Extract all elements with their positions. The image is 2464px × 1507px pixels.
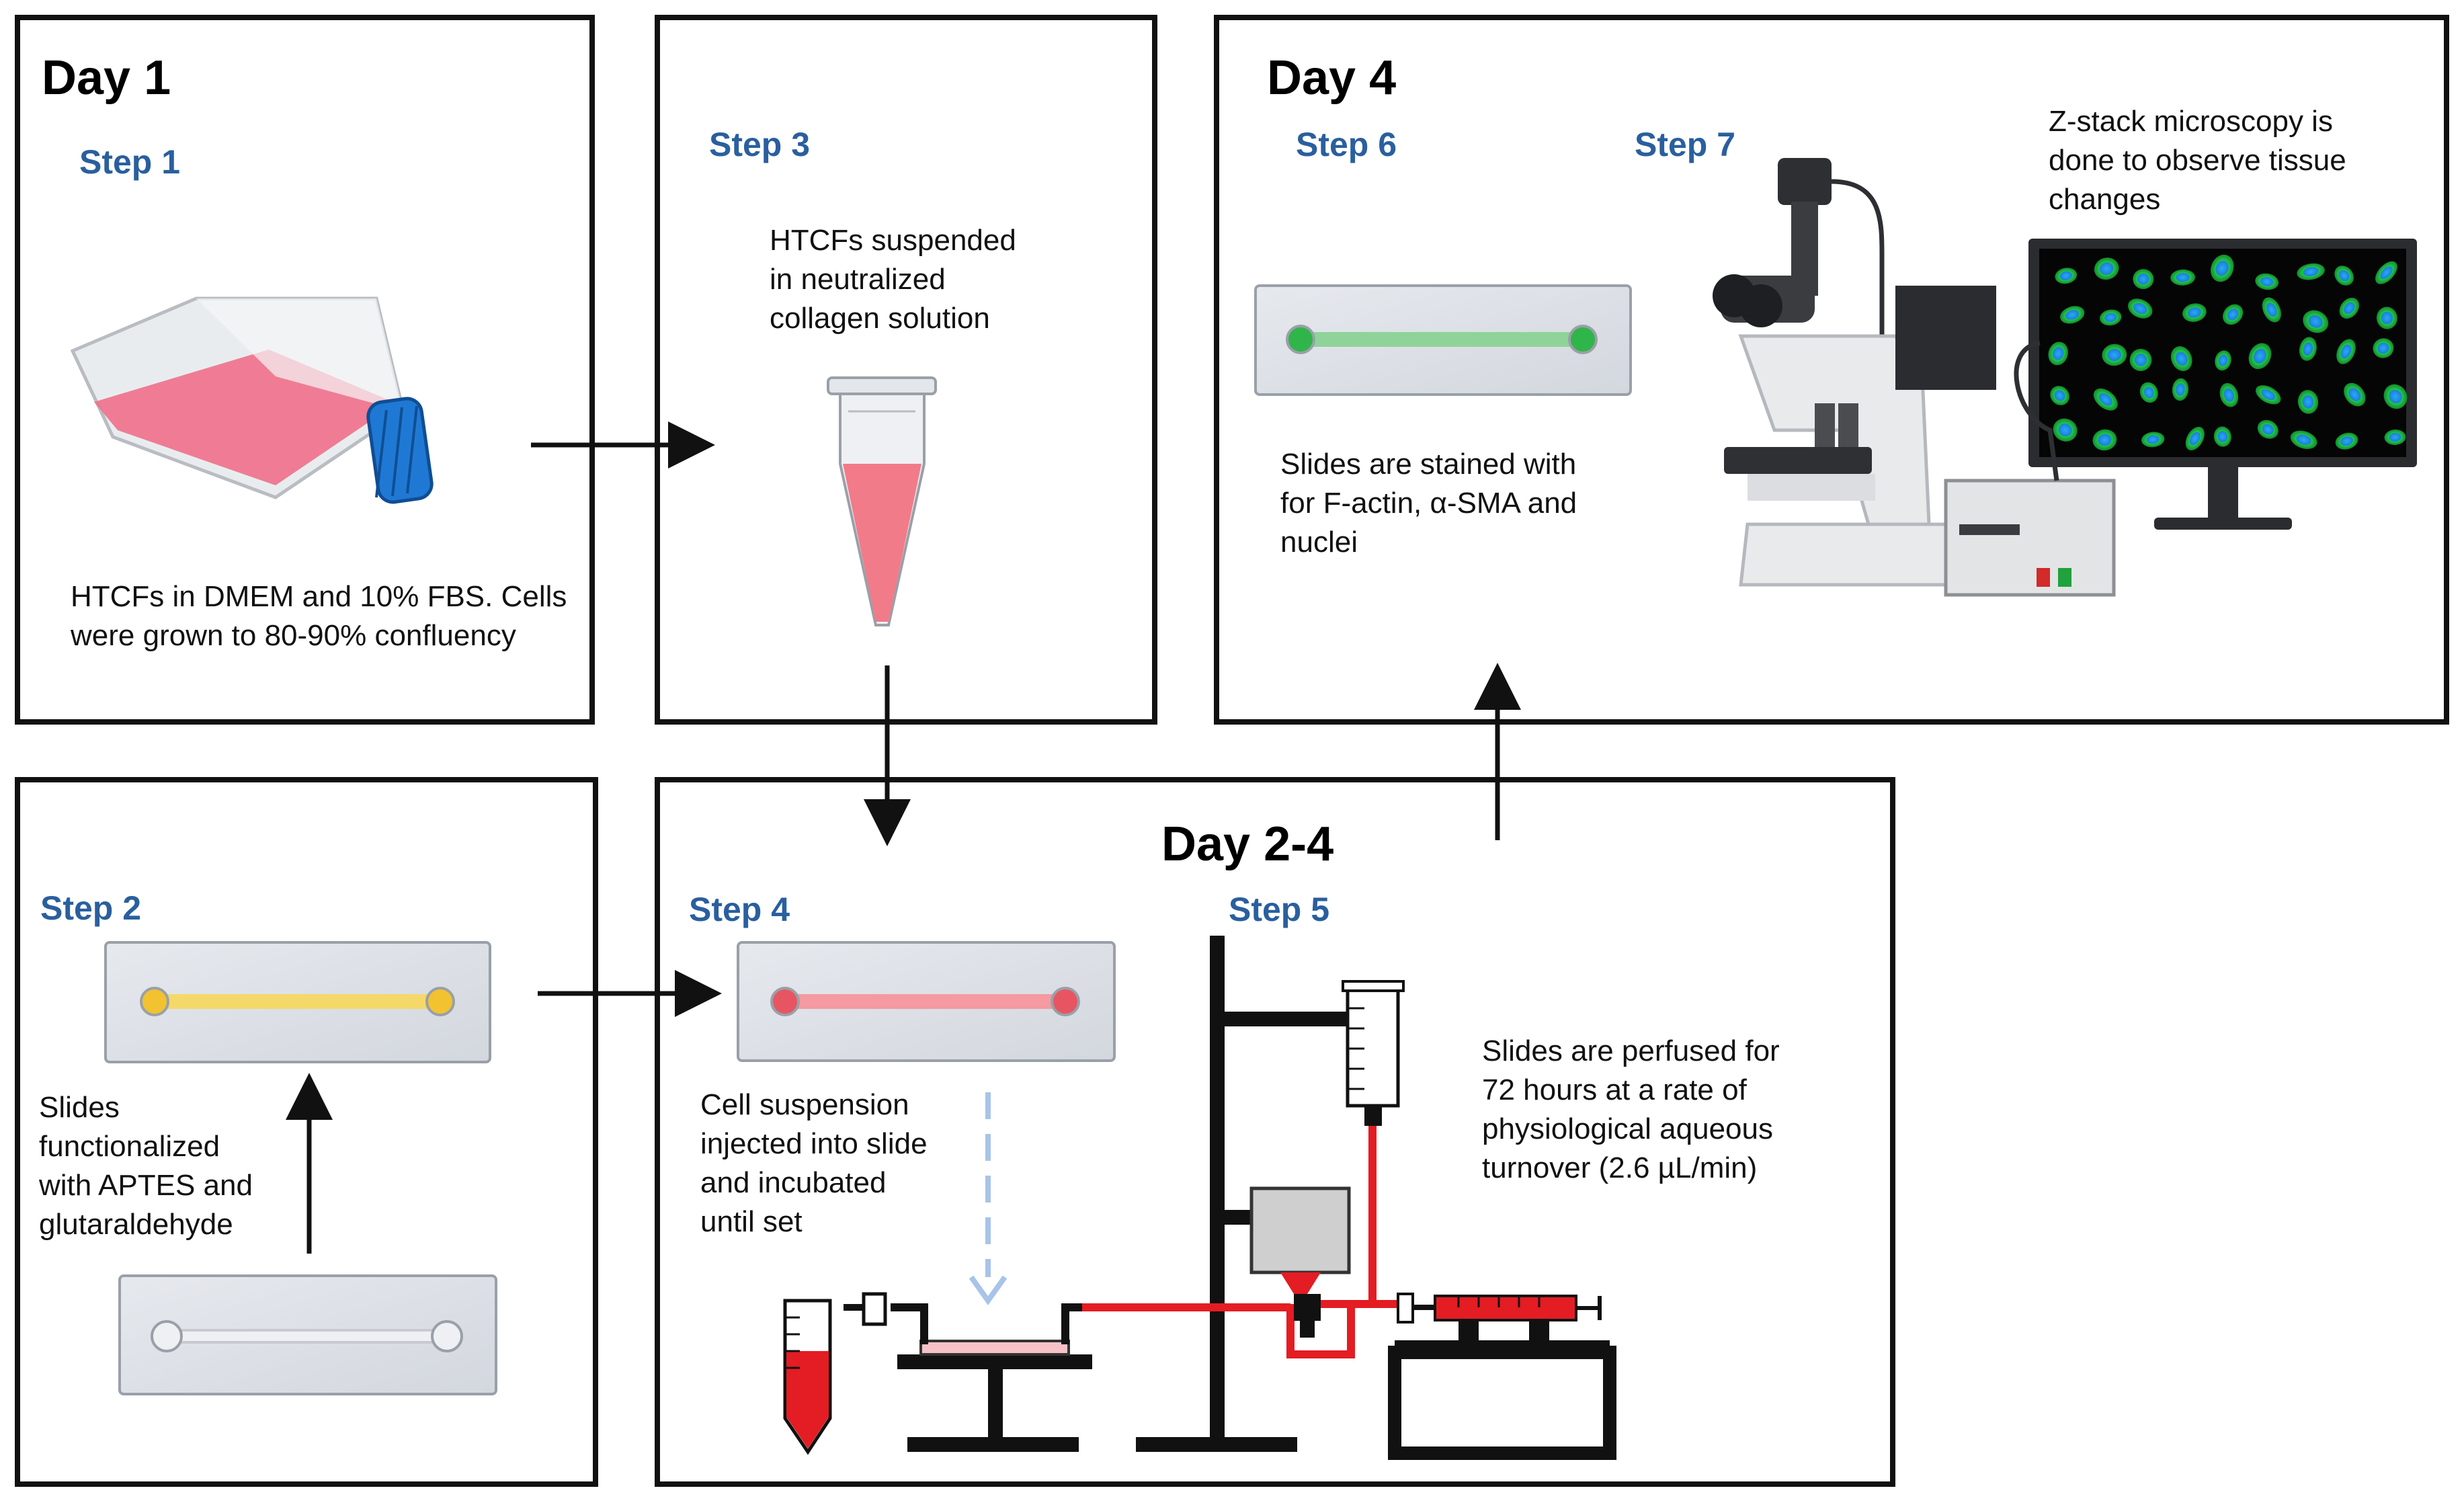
cell-mark (2182, 303, 2207, 322)
cell-mark (2094, 257, 2119, 280)
cell-mark (2210, 254, 2234, 282)
panel-step3 (655, 15, 1157, 725)
step3-desc-line3: collagen solution (770, 302, 990, 335)
cell-mark (2255, 385, 2281, 405)
cell-mark (2213, 426, 2231, 447)
cell-mark (2303, 310, 2329, 333)
step7-desc-line3: changes (2049, 183, 2160, 216)
cell-mark (2383, 384, 2408, 409)
panel-step2 (15, 777, 598, 1487)
step3-desc-line1: HTCFs suspended (770, 224, 1016, 257)
step2-desc-line1: Slides (39, 1091, 120, 1124)
step6-label: Step 6 (1296, 126, 1397, 163)
cell-mark (2050, 386, 2069, 405)
cell-mark (2257, 419, 2278, 439)
cell-mark (2133, 269, 2154, 290)
step4-desc-line1: Cell suspension (700, 1088, 909, 1121)
step7-label: Step 7 (1635, 126, 1735, 163)
panel-day4 (1214, 15, 2449, 725)
cell-mark (2172, 378, 2189, 401)
step4-desc-line2: injected into slide (700, 1127, 928, 1160)
fluorescent-cells (2048, 254, 2408, 451)
reservoir-icon (1342, 980, 1405, 1126)
step3-label: Step 3 (709, 126, 810, 163)
cell-mark (2219, 382, 2239, 407)
step7-desc-line2: done to observe tissue (2049, 144, 2346, 177)
cell-mark (2093, 388, 2118, 411)
centrifuge-tube-icon (827, 376, 937, 626)
cell-mark (2334, 266, 2354, 286)
step6-desc-line3: nuclei (1280, 526, 1358, 559)
step5-label: Step 5 (1229, 891, 1329, 928)
cell-mark (2248, 343, 2272, 370)
cell-mark (2335, 432, 2358, 450)
cell-mark (2336, 339, 2356, 364)
step7-desc-line1: Z-stack microscopy is (2049, 105, 2333, 138)
cell-mark (2376, 307, 2397, 329)
day4-title: Day 4 (1267, 51, 1396, 105)
step2-desc-line4: glutaraldehyde (39, 1208, 233, 1241)
cell-mark (2223, 304, 2244, 325)
cell-mark (2297, 390, 2319, 414)
microscope-icon (1713, 158, 2116, 597)
cell-mark (2053, 418, 2078, 442)
glass-slide-pink-icon (737, 941, 1116, 1062)
cell-mark (2373, 338, 2394, 358)
syringe-pump-icon (1388, 1293, 1616, 1460)
cell-mark (2215, 350, 2231, 371)
cell-mark (2092, 429, 2117, 451)
perfusion-setup (783, 936, 1616, 1460)
day2-4-title: Day 2-4 (1161, 817, 1333, 871)
cell-mark (2262, 297, 2281, 323)
step3-desc-line2: in neutralized (770, 263, 946, 296)
cell-mark (2141, 432, 2165, 448)
cell-mark (2344, 382, 2366, 407)
panel-day1 (15, 15, 595, 725)
cell-mark (2128, 298, 2153, 319)
step1-label: Step 1 (79, 143, 180, 181)
cell-mark (2375, 261, 2397, 284)
step4-desc-line4: until set (700, 1205, 803, 1238)
step5-desc-line4: turnover (2.6 µL/min) (1482, 1151, 1757, 1184)
day1-desc-line1: HTCFs in DMEM and 10% FBS. Cells (71, 580, 567, 613)
step2-desc-line2: functionalized (39, 1130, 220, 1163)
cell-mark (2290, 430, 2317, 450)
cell-mark (2170, 269, 2195, 286)
cell-mark (2099, 309, 2122, 326)
step5-desc-line2: 72 hours at a rate of (1482, 1073, 1748, 1106)
day1-title: Day 1 (42, 51, 171, 105)
cell-mark (2255, 273, 2279, 290)
step6-desc-line1: Slides are stained with (1280, 448, 1576, 481)
cell-mark (2185, 426, 2205, 451)
glass-slide-icon (1254, 284, 1632, 396)
glass-slide-yellow-icon (104, 941, 491, 1063)
cell-mark (2297, 263, 2325, 280)
step5-desc-line3: physiological aqueous (1482, 1112, 1773, 1145)
collection-tube-icon (783, 1299, 832, 1455)
monitor-icon (2014, 239, 2417, 530)
culture-flask-icon (70, 296, 434, 504)
cell-mark (2060, 306, 2085, 324)
step2-desc-line3: with APTES and (38, 1169, 253, 1202)
cell-mark (2129, 348, 2152, 372)
cell-mark (2139, 382, 2158, 403)
step4-label: Step 4 (689, 891, 790, 928)
panel-day2-4 (655, 777, 1895, 1487)
cell-mark (2299, 337, 2317, 361)
cell-mark (2055, 268, 2078, 284)
cell-mark (2048, 341, 2068, 366)
step4-desc-line3: and incubated (700, 1166, 886, 1199)
day1-desc-line2: were grown to 80-90% confluency (70, 619, 516, 652)
step6-desc-line2: for F-actin, α-SMA and (1280, 487, 1577, 520)
cell-mark (2170, 346, 2192, 372)
cell-mark (2339, 297, 2360, 319)
cell-mark (2384, 429, 2406, 446)
step2-label: Step 2 (40, 889, 141, 927)
cell-mark (2102, 343, 2127, 366)
step5-desc-line1: Slides are perfused for (1482, 1034, 1780, 1067)
glass-slide-blank-icon (118, 1274, 497, 1395)
